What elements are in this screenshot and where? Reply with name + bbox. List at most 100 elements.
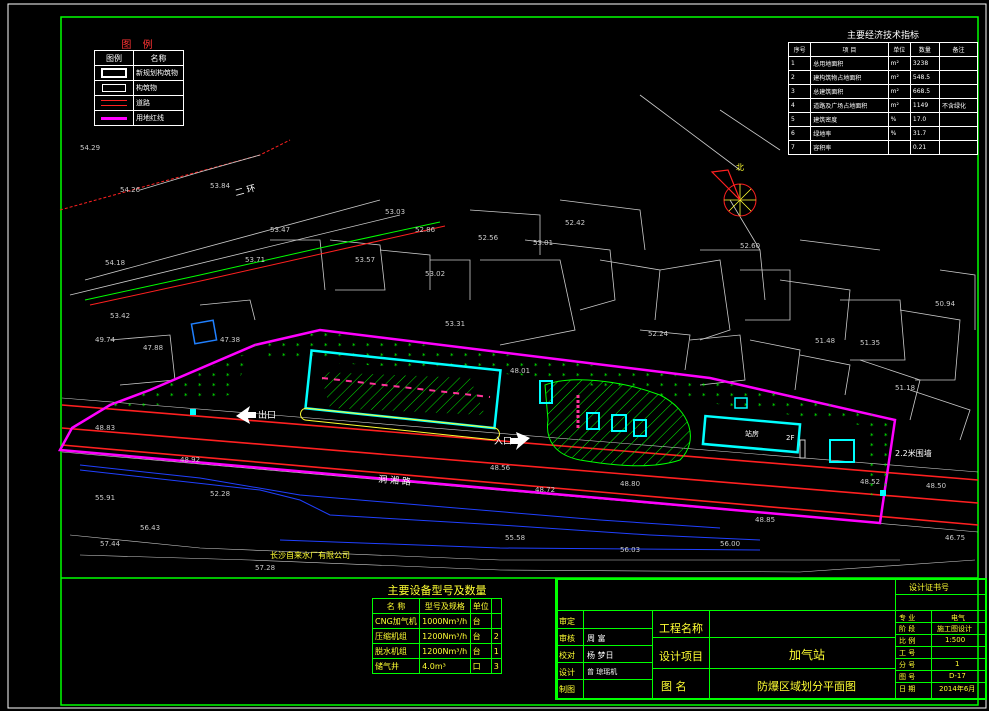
indicators-header: 项 目 (810, 42, 889, 57)
elev-18: 47.38 (220, 336, 240, 344)
elev-33: 57.28 (255, 564, 275, 572)
tb-left-label: 设计 (559, 668, 575, 677)
tb-right-label: 比 例 (899, 637, 916, 645)
tb-left-label: 校对 (559, 651, 575, 660)
indicator-row-cell: 4 (787, 98, 812, 113)
indicator-row-cell (938, 70, 979, 85)
elev-28: 48.50 (926, 482, 946, 490)
indicator-row-cell: 1149 (909, 98, 940, 113)
elev-5: 53.47 (270, 226, 290, 234)
equipment-row-cell: 3 (490, 658, 503, 674)
indicators-title: 主要经济技术指标 (846, 31, 919, 41)
elev-35: 56.03 (620, 546, 640, 554)
legend-row: 用地红线 (94, 110, 184, 126)
main-road (61, 404, 979, 526)
equipment-header: 名 称 (371, 598, 421, 614)
indicator-row-cell: % (887, 126, 911, 141)
indicator-row-cell: 6 (787, 126, 812, 141)
equipment-row-cell: 压缩机组 (371, 628, 421, 644)
equipment-row-cell: 储气井 (371, 658, 421, 674)
elev-37: 46.75 (945, 534, 965, 542)
elev-9: 52.56 (478, 234, 499, 242)
indicator-row-cell: 0.21 (909, 140, 940, 155)
title-block: 设计证书号 审定 审核 校对 设计 制图 周 富 杨 梦日 曾 琼瑶机 工程名称… (555, 578, 987, 700)
tb-right-value: 施工图设计 (937, 625, 972, 633)
indicators-header: 数量 (909, 42, 940, 57)
company-label: 长沙自来水厂有限公司 (270, 550, 350, 560)
exit-arrow-icon (236, 406, 256, 424)
tb-right-label: 工 号 (899, 649, 916, 657)
equipment-row-cell: 台 (469, 613, 492, 629)
elev-20: 48.83 (95, 424, 115, 432)
elev-25: 48.80 (620, 480, 640, 488)
cert-label: 设计证书号 (909, 583, 949, 592)
elev-15: 53.42 (110, 312, 130, 320)
tb-right-label: 阶 段 (899, 625, 916, 633)
legend-label: 构筑物 (133, 80, 184, 96)
lower-terrain (69, 534, 976, 573)
indicator-row-cell: 5 (787, 112, 812, 127)
equipment-header-row: 名 称 型号及规格 单位 (371, 598, 503, 614)
indicator-row-cell (938, 126, 979, 141)
tb-right-value: 1 (955, 660, 960, 668)
dispenser-line (321, 377, 491, 398)
indicators-header: 单位 (887, 42, 911, 57)
indicator-row-cell: 不含绿化 (938, 98, 979, 113)
elev-27: 48.52 (860, 478, 880, 486)
indicator-row-cell: 2 (787, 70, 812, 85)
legend-label: 新规划构筑物 (133, 65, 184, 81)
north-arrow-icon (710, 169, 757, 217)
tb-right-value: 2014年6月 (939, 685, 976, 693)
indicator-row-cell (938, 56, 979, 71)
elev-26: 48.85 (755, 516, 775, 524)
station-label: 站房 (745, 429, 759, 438)
indicator-row-cell: 总用地面积 (810, 56, 889, 71)
north-label: 北 (736, 163, 744, 172)
indicators-header-row: 序号 项 目 单位 数量 备注 (787, 42, 979, 57)
elev-40: 50.94 (935, 300, 956, 308)
elev-39: 51.48 (815, 337, 835, 345)
legend-label: 用地红线 (133, 110, 184, 126)
tb-right-value: 电气 (951, 614, 965, 622)
equipment-row-cell: 台 (469, 628, 492, 644)
elev-16: 49.74 (95, 336, 116, 344)
indicator-row-cell (938, 84, 979, 99)
building-symbol-icon (102, 84, 126, 92)
guard-box (190, 319, 218, 345)
equipment-row-cell: 2 (490, 628, 503, 644)
road-label-ring: 二 环 (234, 183, 257, 199)
indicators-header: 序号 (787, 42, 812, 57)
green-belt-top (255, 332, 870, 425)
indicator-row-cell: % (887, 112, 911, 127)
indicator-row-cell: 绿地率 (810, 126, 889, 141)
legend-title: 图 例 (121, 40, 157, 51)
elev-19: 53.31 (445, 320, 465, 328)
indicator-row-cell: 1 (787, 56, 812, 71)
equipment-row-cell: 口 (469, 658, 492, 674)
elev-17: 47.88 (143, 344, 163, 352)
wall-label: 2.2米围墙 (895, 448, 932, 458)
indicator-row-cell (938, 140, 979, 155)
ring-road (59, 139, 446, 306)
equipment-row-cell: 1000Nm³/h (419, 613, 471, 629)
island (300, 407, 500, 441)
indicator-row-cell: 道路及广场占地面积 (810, 98, 889, 113)
river-lines (79, 464, 761, 551)
legend-table: 图例 名称 新规划构筑物 构筑物 道路 用地红线 (94, 50, 184, 126)
equipment-header (490, 598, 503, 614)
tb-right-label: 专 业 (899, 614, 916, 622)
design-item-label: 设计项目 (659, 650, 703, 663)
equipment-row-cell: 4.0m³ (419, 658, 471, 674)
small-equipment (539, 380, 553, 404)
storage-well-1 (586, 412, 600, 430)
elev-38: 51.35 (860, 339, 880, 347)
elev-36: 56.00 (720, 540, 740, 548)
new-building-symbol-icon (101, 68, 127, 78)
